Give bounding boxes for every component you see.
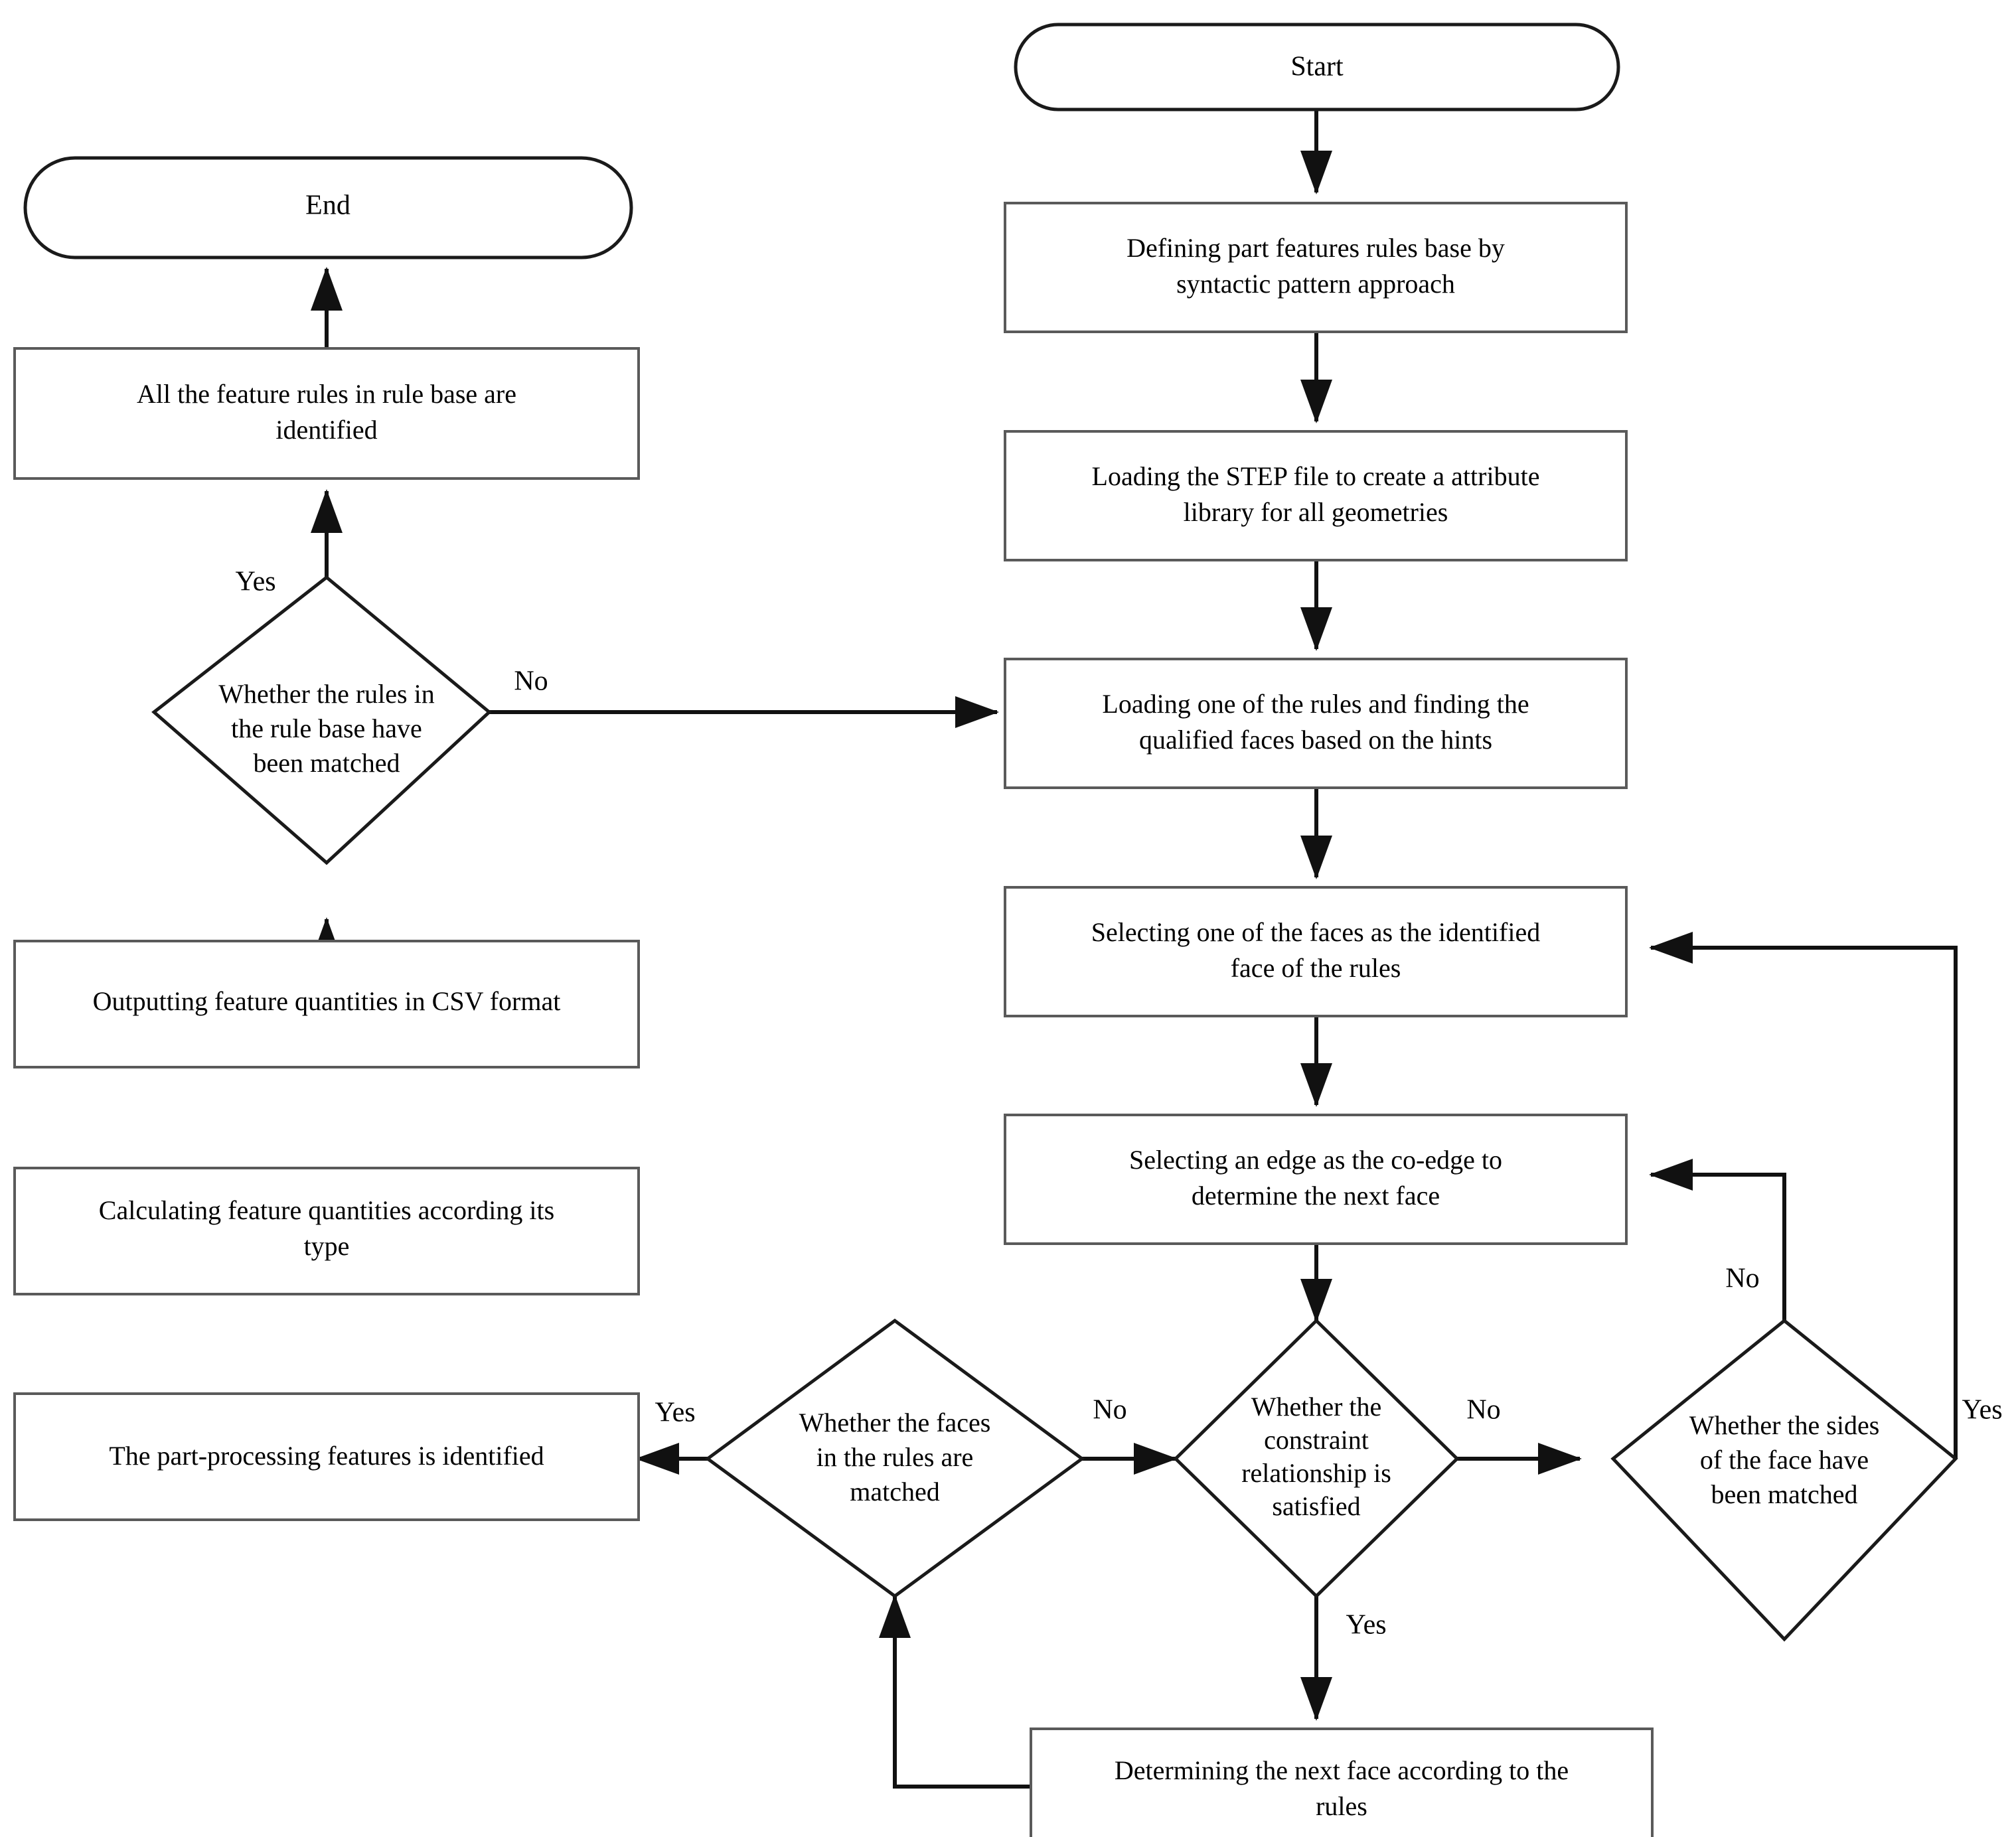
node-determine-next-face-line1: Determining the next face according to t… [1115,1755,1569,1785]
node-load-rule-shape[interactable] [1004,658,1628,789]
node-determine-next-face-shape[interactable] [1030,1727,1654,1837]
node-determine-next-face-line2: rules [1316,1791,1367,1821]
node-faces-decision-shape[interactable] [704,1318,1085,1599]
node-select-edge-line2: determine the next face [1192,1181,1440,1211]
node-end-label: End [305,190,350,221]
node-faces-decision-line2: in the rules are [816,1442,974,1472]
node-constraint-decision-line3: relationship is [1241,1458,1391,1488]
edge-label-constraint-decision-yes: Yes [1346,1610,1386,1641]
node-sides-decision-shape[interactable] [1610,1318,1958,1642]
node-select-face-shape[interactable] [1004,886,1628,1017]
edge-label-constraint-decision-no: No [1466,1395,1500,1426]
node-rules-decision-shape[interactable] [151,575,492,865]
edge-sides-yes-to-select-face [1649,932,1958,1459]
edge-label-faces-decision-yes: Yes [655,1398,695,1428]
node-part-identified-line1: The part-processing features is identifi… [109,1441,544,1471]
edge-determine-to-faces-decision [879,1594,1031,1789]
node-rules-decision-line3: been matched [254,748,400,778]
node-sides-decision-line2: of the face have [1700,1445,1869,1475]
node-select-face-line2: face of the rules [1231,953,1401,983]
node-faces-decision-line3: matched [850,1477,940,1506]
node-all-identified-shape[interactable] [13,347,640,480]
node-define-rules-line1: Defining part features rules base by [1126,233,1505,263]
edge-label-rules-decision-no: No [514,666,548,697]
node-constraint-decision-line1: Whether the [1251,1392,1382,1422]
node-faces-decision-line1: Whether the faces [799,1408,991,1437]
node-load-step-shape[interactable] [1004,430,1628,561]
node-outputting-line1: Outputting feature quantities in CSV for… [93,986,561,1016]
edge-label-sides-decision-no: No [1725,1264,1759,1294]
edge-sides-no-to-select-edge [1649,1159,1786,1321]
node-constraint-decision-line4: satisfied [1272,1491,1360,1521]
node-rules-decision-line2: the rule base have [231,713,422,743]
node-define-rules-line2: syntactic pattern approach [1176,269,1455,299]
node-all-identified-line2: identified [275,415,377,445]
node-select-edge-line1: Selecting an edge as the co-edge to [1129,1145,1502,1175]
node-select-edge-shape[interactable] [1004,1114,1628,1245]
node-start-shape[interactable] [1014,23,1620,111]
node-end-shape[interactable] [23,156,633,259]
node-all-identified-line1: All the feature rules in rule base are [137,379,516,409]
edge-label-rules-decision-yes: Yes [235,567,275,597]
node-constraint-decision-line2: constraint [1264,1425,1369,1455]
node-calculating-line1: Calculating feature quantities according… [99,1195,554,1225]
node-sides-decision-line3: been matched [1711,1479,1858,1509]
node-sides-decision-line1: Whether the sides [1689,1410,1880,1440]
edge-label-sides-decision-yes: Yes [1962,1395,2002,1426]
node-rules-decision-line1: Whether the rules in [218,679,434,709]
node-select-face-line1: Selecting one of the faces as the identi… [1091,917,1540,947]
node-start-label: Start [1290,52,1344,82]
node-load-step-line2: library for all geometries [1184,497,1448,527]
edge-label-faces-decision-no: No [1093,1395,1126,1426]
node-load-rule-line1: Loading one of the rules and finding the [1102,689,1529,719]
node-calculating-shape[interactable] [13,1167,640,1295]
node-part-identified-shape[interactable] [13,1392,640,1521]
node-load-rule-line2: qualified faces based on the hints [1139,725,1492,755]
node-define-rules-shape[interactable] [1004,202,1628,333]
node-constraint-decision-shape[interactable] [1173,1318,1460,1599]
node-outputting-shape[interactable] [13,940,640,1068]
node-load-step-line1: Loading the STEP file to create a attrib… [1092,461,1540,491]
node-calculating-line2: type [304,1231,350,1261]
